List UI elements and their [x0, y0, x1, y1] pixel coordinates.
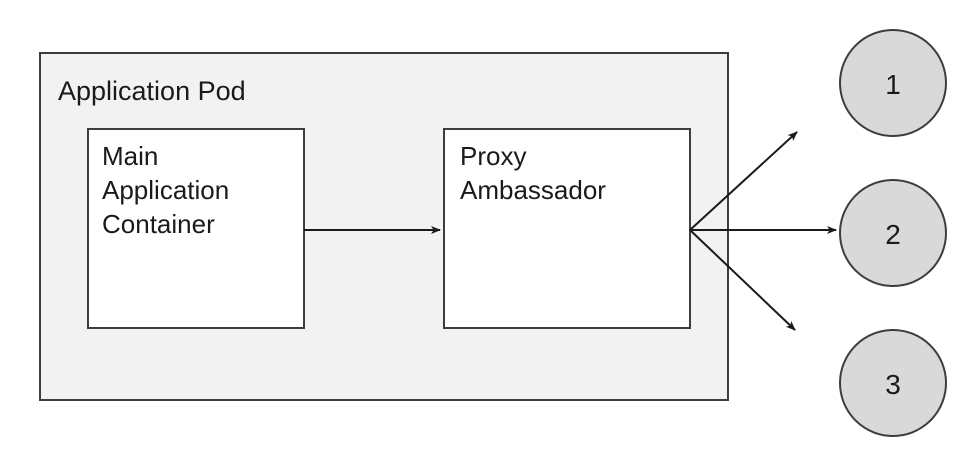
connector-proxy-to-service-3-arrow	[689, 229, 796, 331]
connector-proxy-to-service-1-arrow	[689, 131, 798, 231]
service-circle-2	[839, 179, 947, 287]
proxy-ambassador-label-line2: Ambassador	[460, 175, 606, 205]
application-pod-label: Application Pod	[58, 76, 246, 106]
service-circle-1-label: 1	[885, 69, 901, 100]
main-application-container-label-line1: Main	[102, 141, 158, 171]
service-circle-2-label: 2	[885, 219, 901, 250]
main-application-container-box	[87, 128, 305, 329]
service-circle-1	[839, 29, 947, 137]
proxy-ambassador-box	[443, 128, 691, 329]
main-application-container-label-line3: Container	[102, 209, 215, 239]
main-application-container-label-line2: Application	[102, 175, 229, 205]
proxy-ambassador-label-line1: Proxy	[460, 141, 526, 171]
service-circle-3	[839, 329, 947, 437]
service-circle-3-label: 3	[885, 369, 901, 400]
